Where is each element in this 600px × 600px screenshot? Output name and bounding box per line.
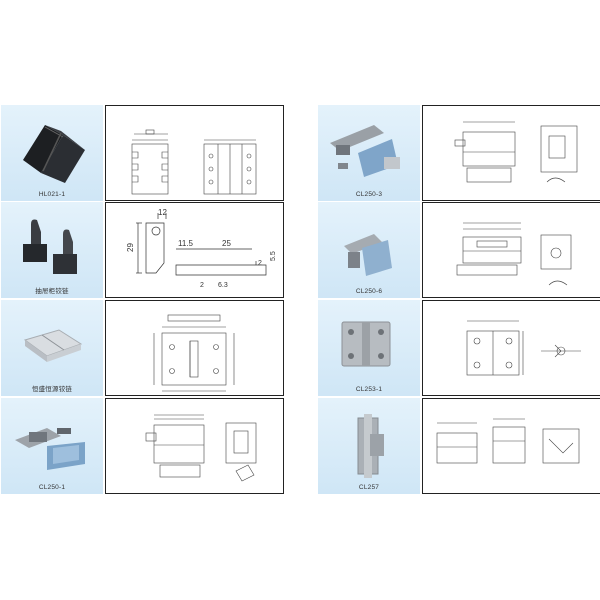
product-photo: 抽屉柜铰链 — [1, 202, 103, 298]
product-label: CL253-1 — [355, 386, 383, 393]
product-label: 抽屉柜铰链 — [35, 288, 69, 295]
technical-drawing — [422, 300, 600, 396]
dim-label: 2 — [200, 282, 204, 289]
technical-drawing — [422, 398, 600, 494]
product-photo: CL250-3 — [318, 105, 420, 201]
product-row-cl257: CL257 — [318, 398, 600, 494]
product-row-hl021-1: HL021-1 — [1, 105, 284, 201]
hinge-drawing-dimensioned: 12 29 11.5 25 2 5.5 2 6.3 — [126, 208, 277, 289]
product-label: CL257 — [358, 484, 380, 491]
technical-drawing: 12 29 11.5 25 2 5.5 2 6.3 — [105, 202, 284, 298]
product-label: CL250-6 — [355, 288, 383, 295]
product-photo: CL257 — [318, 398, 420, 494]
product-row-flat-hinge: 恒盛恒源铰链 — [1, 300, 284, 396]
product-photo: CL250-6 — [318, 202, 420, 298]
hinge-drawing — [153, 314, 235, 392]
technical-drawing — [105, 105, 284, 201]
dim-label: 6.3 — [218, 282, 228, 289]
dim-label: 12 — [158, 208, 167, 217]
dim-label: 2 — [258, 260, 262, 267]
black-hinge-image — [23, 125, 85, 183]
hinge-drawing — [436, 418, 580, 464]
product-row-cl253-1: CL253-1 — [318, 300, 600, 396]
product-photo: CL253-1 — [318, 300, 420, 396]
cl253-1-hinge-image — [341, 321, 391, 367]
product-row-drawer-hinge: 抽屉柜铰链 12 29 11.5 25 2 5.5 2 6.3 — [1, 202, 284, 298]
product-label: CL250-1 — [38, 484, 66, 491]
dim-label: 29 — [126, 243, 135, 252]
cl250-6-hinge-image — [344, 234, 392, 276]
flat-hinge-image — [23, 329, 83, 362]
dim-label: 25 — [222, 239, 231, 248]
hinge-drawing — [131, 129, 257, 195]
technical-drawing — [105, 398, 284, 494]
product-label: HL021-1 — [38, 191, 66, 198]
cl250-3-hinge-image — [330, 125, 400, 177]
dim-label: 11.5 — [178, 239, 194, 248]
cl257-hinge-image — [357, 414, 384, 478]
hinge-drawing — [456, 222, 572, 286]
product-photo: HL021-1 — [1, 105, 103, 201]
product-row-cl250-3: CL250-3 — [318, 105, 600, 201]
technical-drawing — [422, 202, 600, 298]
dim-label: 5.5 — [270, 251, 277, 261]
technical-drawing — [105, 300, 284, 396]
product-label: 恒盛恒源铰链 — [31, 386, 73, 393]
drawer-hinge-image — [23, 219, 77, 274]
product-row-cl250-1: CL250-1 — [1, 398, 284, 494]
product-photo: CL250-1 — [1, 398, 103, 494]
cl250-1-hinge-image — [15, 428, 85, 470]
hinge-drawing — [145, 414, 257, 482]
product-row-cl250-6: CL250-6 — [318, 202, 600, 298]
technical-drawing — [422, 105, 600, 201]
hinge-drawing — [466, 320, 581, 376]
product-photo: 恒盛恒源铰链 — [1, 300, 103, 396]
hinge-drawing — [454, 121, 578, 183]
product-label: CL250-3 — [355, 191, 383, 198]
